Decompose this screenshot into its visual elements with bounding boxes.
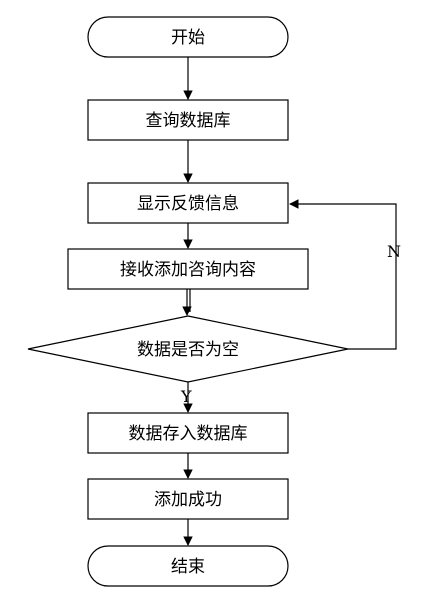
show-info-label: 显示反馈信息 <box>137 194 239 214</box>
end-terminal: 结束 <box>87 545 289 587</box>
receive-content-box: 接收添加咨询内容 <box>67 248 309 290</box>
no-label: N <box>387 242 401 261</box>
receive-content-label: 接收添加咨询内容 <box>120 260 256 280</box>
end-label: 结束 <box>171 557 205 577</box>
query-db-label: 查询数据库 <box>146 111 231 131</box>
arrow-no-loop <box>289 199 397 350</box>
decision-label: 数据是否为空 <box>137 340 239 360</box>
show-info-box: 显示反馈信息 <box>87 182 289 224</box>
save-db-box: 数据存入数据库 <box>87 412 289 454</box>
start-terminal: 开始 <box>87 16 289 58</box>
yes-label: Y <box>180 387 192 406</box>
add-success-box: 添加成功 <box>87 478 289 520</box>
decision-diamond: 数据是否为空 <box>27 315 349 383</box>
save-db-label: 数据存入数据库 <box>129 424 248 444</box>
query-db-box: 查询数据库 <box>87 99 289 141</box>
start-label: 开始 <box>171 28 205 48</box>
add-success-label: 添加成功 <box>154 490 222 510</box>
